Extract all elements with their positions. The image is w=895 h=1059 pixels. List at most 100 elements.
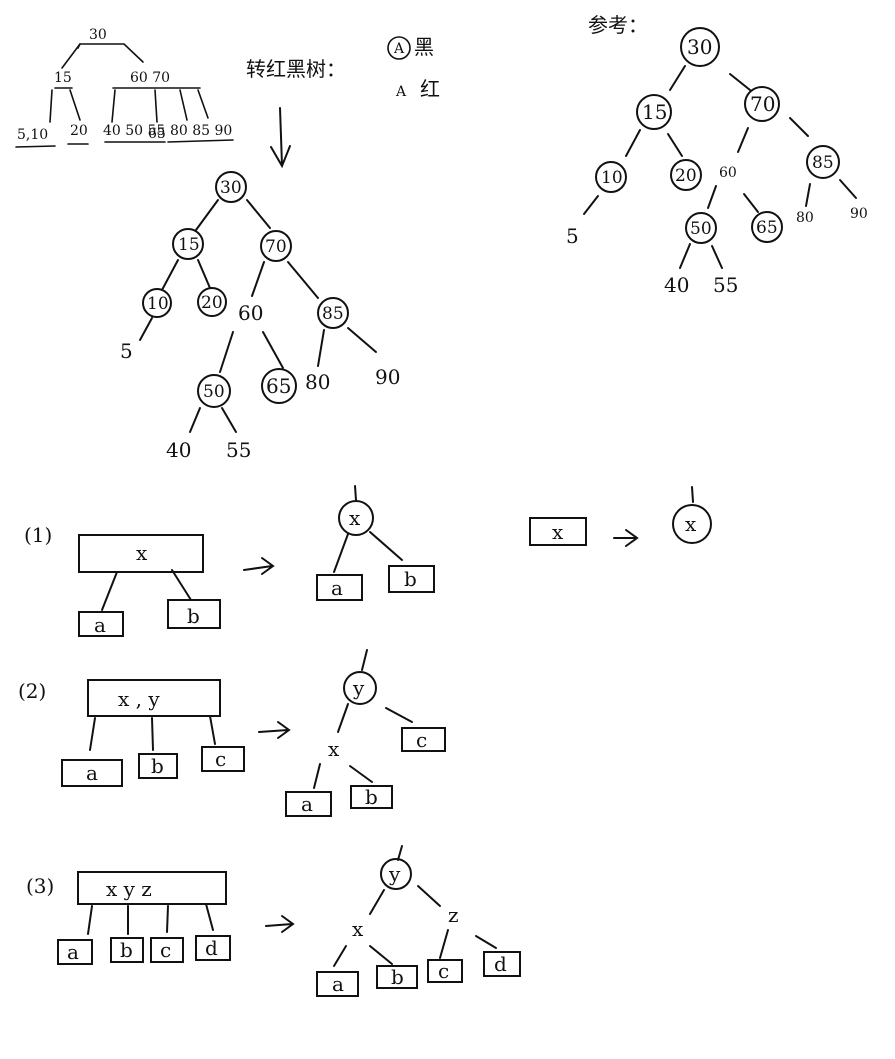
rb-edge-15-20 xyxy=(197,259,211,289)
ref-edge-50-40 xyxy=(679,243,691,269)
case-2-rb-child-a: a xyxy=(301,792,313,816)
rb-edge-50-55 xyxy=(221,407,237,433)
case-2-child-a: a xyxy=(86,761,98,785)
right-arrow-icon xyxy=(613,529,639,547)
legend-red-text: 红 xyxy=(420,77,440,101)
rb-node-70-circle xyxy=(260,230,292,262)
case-1-child-a-box xyxy=(78,611,124,637)
case-1-edge-a xyxy=(101,571,118,611)
case-2-rb-parent-link xyxy=(361,649,368,671)
case-3-child-a: a xyxy=(67,940,79,964)
ref-node-55: 55 xyxy=(713,273,738,297)
case-3-child-d-box xyxy=(195,935,231,961)
rb-node-10: 10 xyxy=(147,294,169,314)
case-3-rb-edge-c xyxy=(439,929,449,959)
legend: A 黑 A 红 xyxy=(387,35,440,101)
case-3-rb-child-b: b xyxy=(391,965,404,989)
ref-edge-85-90 xyxy=(839,179,857,199)
ref-node-70: 70 xyxy=(750,92,775,116)
case-3-rb-edge-z xyxy=(417,885,441,907)
ref-edge-15-20 xyxy=(667,133,683,157)
ref-edge-10-5 xyxy=(583,195,599,215)
case-3-number: (3) xyxy=(26,874,54,898)
case-2-rb-edge-x xyxy=(337,703,349,733)
case-2-btree-node xyxy=(87,679,221,717)
reference-label: 参考： xyxy=(588,13,648,37)
ref-edge-50-55 xyxy=(711,245,723,269)
ref-node-60: 60 xyxy=(719,165,737,181)
case-2-rb-mid: x xyxy=(328,737,340,761)
right-arrow-icon xyxy=(258,721,291,739)
case-3-keys: x y z xyxy=(106,877,152,901)
case-3-child-a-box xyxy=(57,939,93,965)
btree-edge-70-b xyxy=(197,89,209,119)
ref-edge-70-85 xyxy=(789,117,809,137)
rb-node-50: 50 xyxy=(203,382,225,402)
rbtree-reference: 30 15 70 10 20 60 85 5 50 65 80 90 40 55 xyxy=(566,27,868,297)
rb-node-65-circle xyxy=(261,368,297,404)
ref-node-40: 40 xyxy=(664,273,689,297)
legend-red-marker: A xyxy=(395,84,407,100)
case-3-child-b: b xyxy=(120,938,133,962)
case-2-rb-root: y xyxy=(352,676,365,700)
ref-node-65: 65 xyxy=(756,218,778,238)
case-1-number: (1) xyxy=(24,523,52,547)
case-3-rb-child-b-box xyxy=(376,965,418,989)
case-2-edge-c xyxy=(209,715,216,745)
btree-leaf-3: 40 50 55 xyxy=(103,123,165,139)
rb-node-20-circle xyxy=(197,287,227,317)
rb-node-15-circle xyxy=(172,228,204,260)
case-3: (3) x y z a b c d y x z a b c d xyxy=(26,845,521,997)
btree-root-left-branch xyxy=(61,43,81,69)
btree-root-branches xyxy=(77,43,144,63)
ref-edge-30-15 xyxy=(669,65,686,91)
case-2-rb-root-circle xyxy=(343,671,377,705)
rb-node-30-circle xyxy=(215,171,247,203)
ref-edge-60-65 xyxy=(743,193,759,213)
ref-node-30: 30 xyxy=(687,35,712,59)
case-1-single-box xyxy=(529,517,587,546)
convert-label: 转红黑树： xyxy=(246,57,346,81)
btree-leaf-5: 80 85 90 xyxy=(170,123,232,139)
btree-edge-15-left xyxy=(49,89,53,123)
rb-node-80: 80 xyxy=(305,370,330,394)
case-3-child-c: c xyxy=(160,938,171,962)
case-3-rb-child-a: a xyxy=(332,972,344,996)
ref-edge-60-50 xyxy=(707,185,717,209)
case-1-rb-root: x xyxy=(349,506,361,530)
case-1-child-b: b xyxy=(187,604,200,628)
case-1-rb-root-circle xyxy=(338,500,374,536)
case-2-rb-edge-b xyxy=(349,765,373,783)
case-1-single-rb-circle xyxy=(672,504,712,544)
case-2: (2) x , y a b c y x c a b xyxy=(18,649,446,817)
ref-node-80: 80 xyxy=(796,210,814,226)
case-1-rb-parent-link xyxy=(354,485,357,501)
case-1-btree-node xyxy=(78,534,204,573)
case-3-rb-parent-link xyxy=(397,845,403,861)
case-3-rb-edge-x xyxy=(369,889,385,915)
ref-node-30-circle xyxy=(680,27,720,67)
ref-node-50: 50 xyxy=(690,219,712,239)
btree-node-60-70: 60 70 xyxy=(130,70,170,86)
case-3-edge-d xyxy=(205,903,214,931)
rb-node-50-circle xyxy=(197,374,231,408)
btree-edge-70-a xyxy=(179,89,188,121)
legend-black-circle xyxy=(387,36,411,60)
case-1-single-key: x xyxy=(552,520,564,544)
ref-node-90: 90 xyxy=(850,206,868,222)
case-2-child-a-box xyxy=(61,759,123,787)
legend-black-marker: A xyxy=(393,41,405,57)
rb-node-65: 65 xyxy=(266,374,291,398)
case-2-child-c: c xyxy=(215,747,226,771)
case-3-rb-edge-a xyxy=(333,945,347,967)
btree-edge-15-right xyxy=(69,89,81,121)
down-arrow-icon xyxy=(270,107,291,169)
case-1-key: x xyxy=(136,541,148,565)
btree-leaf-2: 20 xyxy=(70,123,88,139)
ref-node-10: 10 xyxy=(601,168,623,188)
right-arrow-icon xyxy=(243,557,275,575)
btree-leaf-5-underline xyxy=(167,139,234,143)
rb-node-85-circle xyxy=(317,297,349,329)
rb-edge-60-50 xyxy=(219,331,234,373)
case-2-rb-child-c: c xyxy=(416,728,427,752)
